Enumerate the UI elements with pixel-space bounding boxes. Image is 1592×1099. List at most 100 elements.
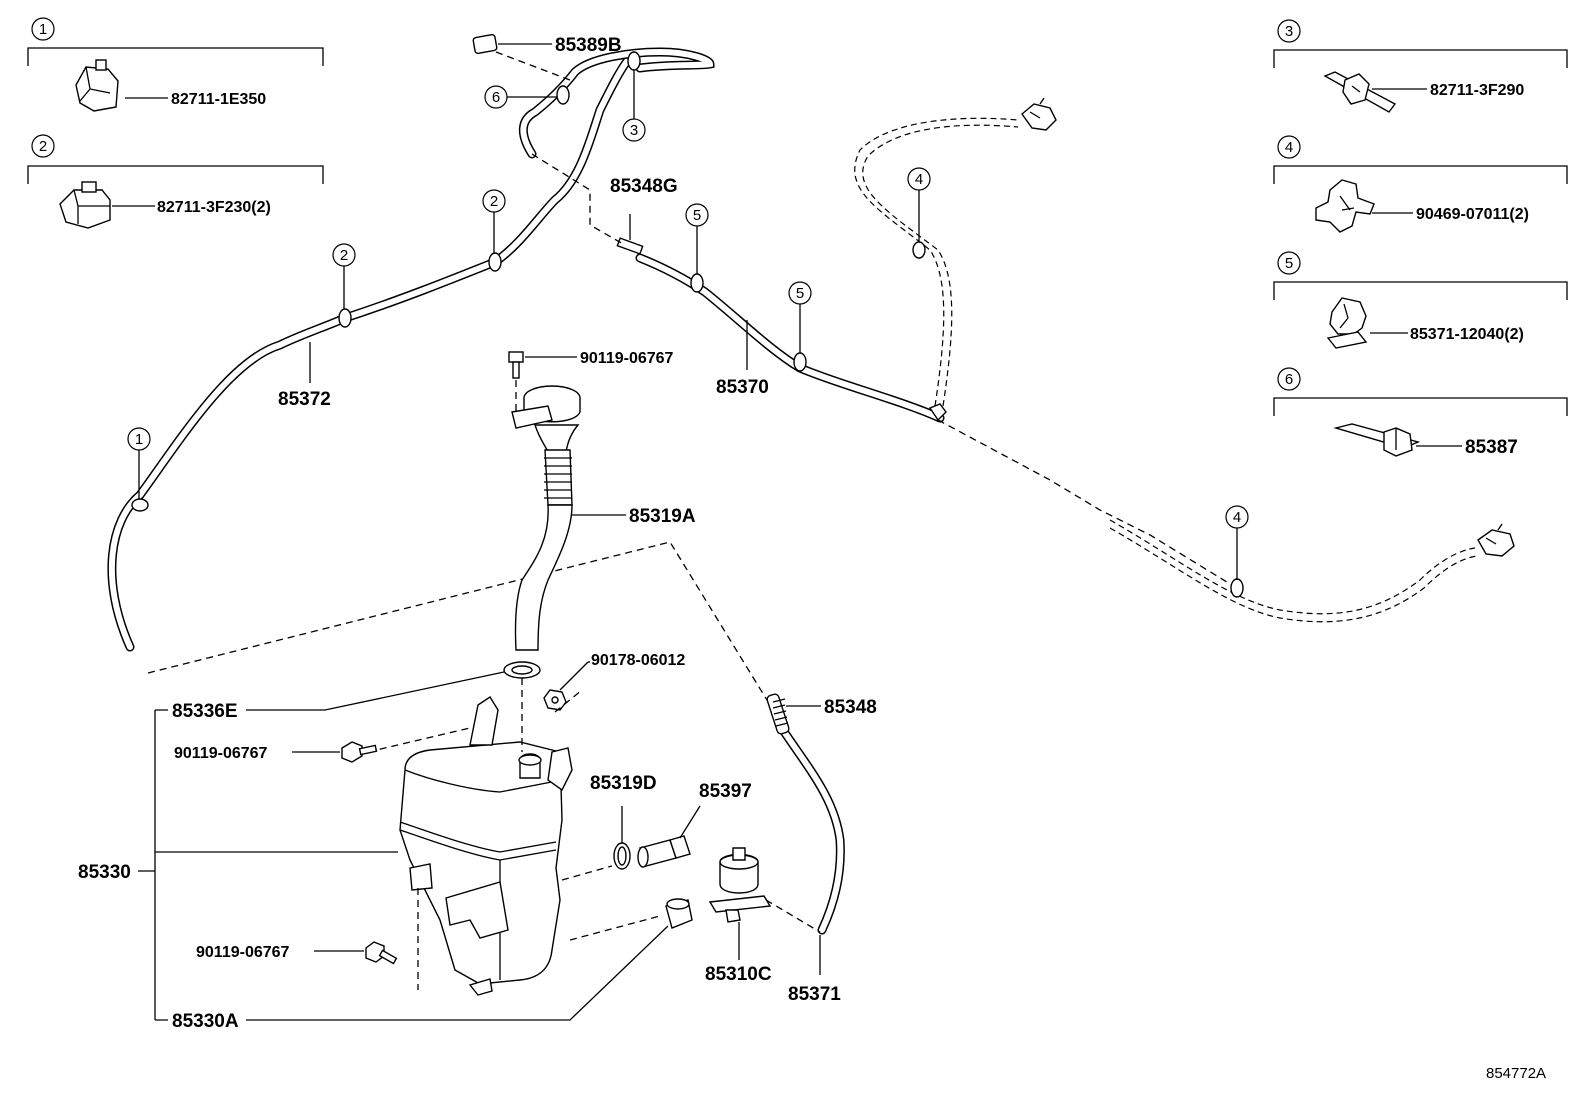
legend-bracket-6 xyxy=(1273,397,1568,416)
connector-85348G xyxy=(616,214,644,255)
legend-bracket-2 xyxy=(27,165,324,184)
part-label-85348G: 85348G xyxy=(610,176,678,197)
clip-ring-3 xyxy=(627,51,641,71)
part-label-85330A: 85330A xyxy=(172,1011,239,1032)
bolt-90119-06767-top-icon xyxy=(508,351,577,415)
dashed-pump-hose xyxy=(765,899,821,933)
callout-4a: 4 xyxy=(907,167,931,242)
part-label-85389B: 85389B xyxy=(555,35,622,56)
legend-circle-6-label: 6 xyxy=(1285,371,1293,388)
part-label-85372: 85372 xyxy=(278,389,331,410)
hose-joint xyxy=(928,403,947,422)
legend-circle-5-label: 5 xyxy=(1285,255,1293,272)
svg-text:6: 6 xyxy=(492,89,500,106)
legend-circle-2 xyxy=(31,134,55,158)
part-label-90119-06767-top: 90119-06767 xyxy=(580,350,674,367)
legend-part-82711-3F290: 82711-3F290 xyxy=(1430,82,1524,99)
legend-part-85371-12040: 85371-12040(2) xyxy=(1410,326,1524,343)
dashed-gasket xyxy=(561,865,613,881)
svg-text:2: 2 xyxy=(490,193,498,210)
clip-85387-icon xyxy=(1333,423,1421,457)
dashed-route-2 xyxy=(531,153,626,246)
cap-85330A-icon xyxy=(665,898,693,929)
part-label-85319D: 85319D xyxy=(590,773,657,794)
legend-circle-2-label: 2 xyxy=(39,138,47,155)
part-label-85330: 85330 xyxy=(78,862,131,883)
part-label-85397: 85397 xyxy=(699,781,752,802)
label-90119-bot: 90119-06767 xyxy=(196,944,364,961)
label-85348G: 85348G xyxy=(610,176,678,197)
filler-neck-85319A-icon xyxy=(511,385,581,651)
svg-text:1: 1 xyxy=(135,431,143,448)
part-label-85370: 85370 xyxy=(716,377,769,398)
part-label-90119-06767-mid: 90119-06767 xyxy=(174,745,268,762)
hose-upper xyxy=(518,47,715,159)
label-85330A: 85330A xyxy=(172,925,669,1032)
part-label-85371: 85371 xyxy=(788,984,841,1005)
legend-circle-4 xyxy=(1277,135,1301,159)
label-85370: 85370 xyxy=(716,320,769,398)
label-85330: 85330 xyxy=(78,709,398,1021)
label-85371: 85371 xyxy=(788,935,841,1005)
callout-1: 1 xyxy=(127,427,151,499)
nozzle-top-right-icon xyxy=(1021,97,1057,131)
sensor-85397-icon xyxy=(637,805,701,868)
svg-text:5: 5 xyxy=(796,285,804,302)
clip-ring-6 xyxy=(556,85,570,105)
callout-5b: 5 xyxy=(788,281,812,353)
legend-group-3: 3 82711-3F290 xyxy=(1273,19,1568,113)
legend-bracket-4 xyxy=(1273,165,1568,184)
legend-group-6: 6 85387 xyxy=(1273,367,1568,458)
filter-85348-icon xyxy=(766,693,790,735)
label-90119-top: 90119-06767 xyxy=(580,350,674,367)
clip-ring-1 xyxy=(131,498,149,512)
legend-circle-5 xyxy=(1277,251,1301,275)
label-85319A: 85319A xyxy=(572,506,696,527)
dashed-route-4 xyxy=(937,419,1241,591)
svg-text:5: 5 xyxy=(693,207,701,224)
label-90178: 90178-06012 xyxy=(588,652,685,669)
legend-part-82711-3F230: 82711-3F230(2) xyxy=(157,199,271,216)
legend-circle-3-label: 3 xyxy=(1285,23,1293,40)
legend-part-82711-1E350: 82711-1E350 xyxy=(171,91,266,108)
hose-85372 xyxy=(107,55,633,652)
label-85319D: 85319D xyxy=(590,773,657,794)
part-label-85310C: 85310C xyxy=(705,964,772,985)
clip-ring-5a xyxy=(690,273,704,293)
dashed-bolt-mid xyxy=(367,727,471,753)
legend-bracket-3 xyxy=(1273,49,1568,68)
callout-2b: 2 xyxy=(482,189,506,253)
callout-6: 6 xyxy=(484,85,557,109)
hose-85370 xyxy=(635,253,945,423)
dashed-cap xyxy=(569,915,661,941)
legend-part-85387: 85387 xyxy=(1465,437,1518,458)
nozzle-bottom-right-icon xyxy=(1477,523,1515,557)
legend-group-1: 1 82711-1E350 xyxy=(27,17,324,112)
part-label-90178-06012: 90178-06012 xyxy=(591,652,685,669)
clip-ring-2b xyxy=(488,252,502,272)
clip-ring-5b xyxy=(793,352,807,372)
part-label-90119-06767-bottom: 90119-06767 xyxy=(196,944,290,961)
hose-85371 xyxy=(780,728,845,935)
bolt-90119-06767-bottom-icon xyxy=(365,941,398,965)
hose-dashed-right-bottom xyxy=(1109,519,1478,623)
svg-text:4: 4 xyxy=(915,171,923,188)
clip-90469-07011-icon xyxy=(1315,179,1375,233)
dashed-route-1 xyxy=(495,51,571,81)
clip-85371-12040-icon xyxy=(1326,297,1368,349)
clip-ring-2a xyxy=(338,308,352,328)
legend-bracket-1 xyxy=(27,47,324,66)
legend-part-90469-07011: 90469-07011(2) xyxy=(1416,206,1529,223)
clip-82711-3F290-icon xyxy=(1323,71,1397,113)
legend-circle-6 xyxy=(1277,367,1301,391)
label-85389B: 85389B xyxy=(498,35,622,56)
label-90119-mid: 90119-06767 xyxy=(174,745,340,762)
dashed-route-3 xyxy=(147,541,771,706)
washer-tank-85330-icon xyxy=(399,696,573,996)
part-label-85336E: 85336E xyxy=(172,701,238,722)
legend-group-4: 4 90469-07011(2) xyxy=(1273,135,1568,233)
label-85336E: 85336E xyxy=(172,671,505,722)
cap-85389B-icon xyxy=(472,33,498,55)
legend-bracket-5 xyxy=(1273,281,1568,300)
